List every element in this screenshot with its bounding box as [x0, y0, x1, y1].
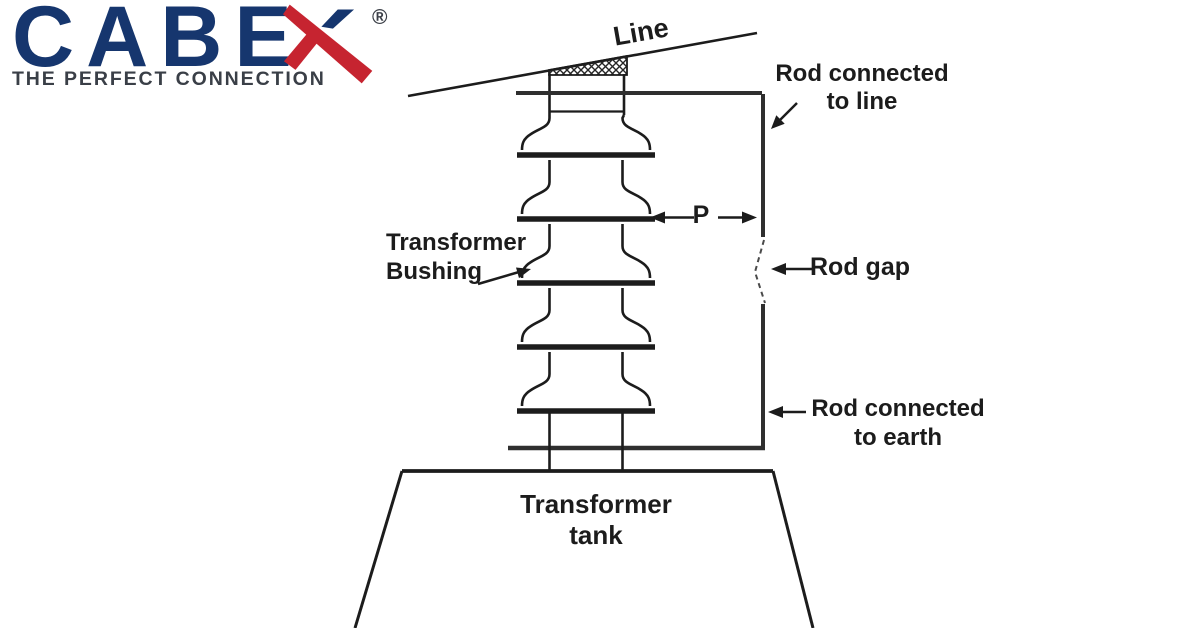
registered-mark: ® [372, 6, 388, 29]
cabex-logo: CABE ® THE PERFECT CONNECTION [0, 0, 420, 100]
transformer-bushing-label-line2: Bushing [386, 258, 482, 285]
logo-x-letter-icon [283, 4, 373, 84]
rod-to-line-arrow [771, 102, 798, 129]
transformer-tank-label-line2: tank [569, 520, 623, 550]
rod-gap-arrow [771, 263, 812, 275]
bushing-arrow [477, 267, 531, 286]
logo-x-lower-arm [283, 31, 320, 70]
rod-to-earth-arrow [768, 406, 806, 418]
rod-to-earth-label-line1: Rod connected [811, 395, 985, 422]
p-dimension-arrows [650, 211, 757, 224]
rod-to-line-label-line1: Rod connected [775, 60, 949, 87]
rod-to-line-label: Rod connected to line [762, 60, 962, 116]
logo-wordmark: CABE [12, 0, 304, 85]
transformer-bushing-label-line1: Transformer [386, 229, 527, 256]
bushing-stem [548, 411, 624, 471]
logo-x-blue-wedge [321, 9, 355, 29]
gap-distance-p-label: P [692, 201, 710, 229]
transformer-tank-label-line1: Transformer [520, 489, 672, 519]
rod-gap-label: Rod gap [810, 253, 910, 281]
bushing-sheds [517, 114, 655, 414]
bushing-top-cap [548, 54, 628, 76]
transformer-tank-label: Transformer tank [518, 489, 674, 551]
rod-to-earth-label: Rod connected to earth [798, 394, 998, 452]
transformer-bushing-label: Transformer Bushing [386, 228, 541, 286]
logo-tagline: THE PERFECT CONNECTION [12, 68, 326, 90]
rod-to-earth-label-line2: to earth [853, 424, 942, 451]
transformer-tank [353, 469, 815, 628]
rod-gap-break [753, 239, 766, 304]
logo-x-main-stroke [283, 4, 373, 84]
rod-to-line-label-line2: to line [826, 88, 898, 115]
